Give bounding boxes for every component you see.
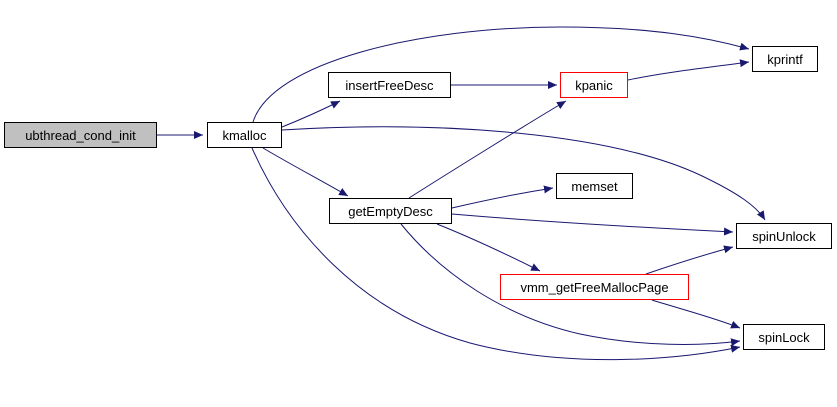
node-kprintf[interactable]: kprintf: [752, 46, 818, 72]
node-getEmptyDesc[interactable]: getEmptyDesc: [329, 198, 452, 224]
node-label: kpanic: [575, 77, 613, 93]
edge-kpanic-to-kprintf: [627, 59, 750, 81]
edge-kmalloc-to-spinUnlock: [281, 126, 766, 221]
node-memset[interactable]: memset: [556, 173, 633, 199]
node-insertFreeDesc[interactable]: insertFreeDesc: [328, 72, 451, 98]
edge-getEmptyDesc-to-spinLock: [400, 223, 741, 347]
node-label: memset: [571, 178, 618, 194]
node-label: kmalloc: [222, 127, 267, 143]
node-vmm_getFreeMallocPage[interactable]: vmm_getFreeMallocPage: [500, 274, 689, 300]
node-ubthread_cond_init: ubthread_cond_init: [4, 122, 157, 148]
node-spinLock[interactable]: spinLock: [743, 324, 825, 350]
node-kmalloc[interactable]: kmalloc: [207, 122, 282, 148]
node-label: spinUnlock: [752, 228, 816, 244]
edge-kmalloc-to-insertFreeDesc: [281, 100, 341, 128]
edge-vmm_getFreeMallocPage-to-spinUnlock: [645, 245, 734, 275]
node-kpanic[interactable]: kpanic: [560, 72, 628, 98]
edge-kmalloc-to-kprintf: [252, 26, 750, 123]
node-label: vmm_getFreeMallocPage: [520, 279, 669, 295]
edge-vmm_getFreeMallocPage-to-spinLock: [651, 299, 741, 329]
node-label: insertFreeDesc: [345, 77, 434, 93]
node-label: kprintf: [767, 51, 803, 67]
edge-getEmptyDesc-to-vmm_getFreeMallocPage: [436, 223, 541, 272]
edge-getEmptyDesc-to-memset: [451, 185, 554, 209]
node-label: spinLock: [758, 329, 810, 345]
edge-getEmptyDesc-to-kpanic: [408, 100, 567, 199]
edge-kmalloc-to-spinLock: [251, 147, 741, 361]
node-label: getEmptyDesc: [348, 203, 433, 219]
node-label: ubthread_cond_init: [25, 127, 136, 143]
node-spinUnlock[interactable]: spinUnlock: [736, 223, 832, 249]
edge-getEmptyDesc-to-spinUnlock: [451, 213, 734, 236]
edge-kmalloc-to-getEmptyDesc: [262, 147, 349, 197]
